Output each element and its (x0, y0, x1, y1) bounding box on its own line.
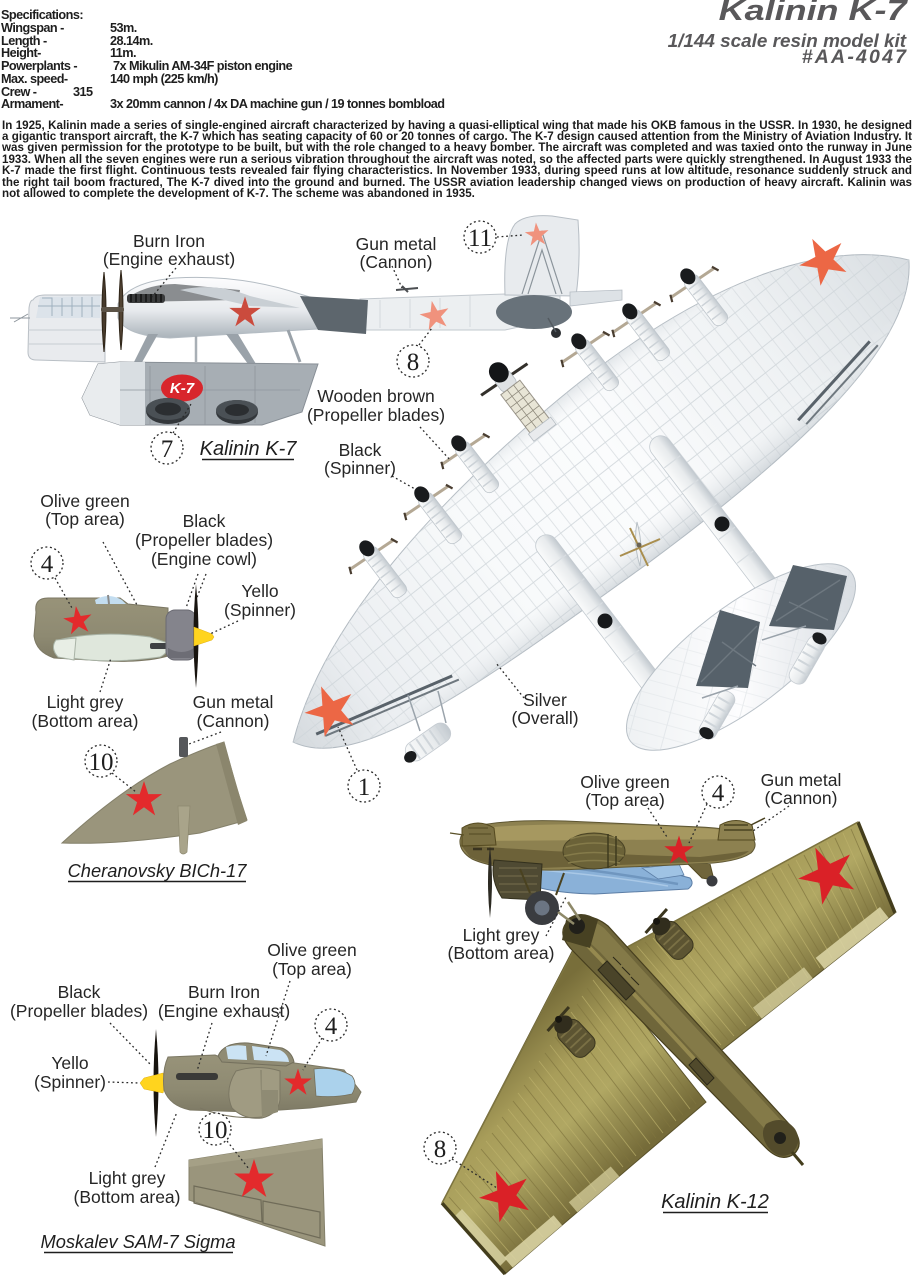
svg-text:Kalinin K-12: Kalinin K-12 (661, 1191, 769, 1213)
svg-text:(Propeller blades): (Propeller blades) (10, 1001, 148, 1021)
svg-text:Black: Black (58, 982, 101, 1002)
svg-text:(Top area): (Top area) (272, 959, 352, 979)
svg-text:Olive green: Olive green (267, 940, 357, 960)
svg-text:(Spinner): (Spinner) (34, 1072, 106, 1092)
svg-text:(Propeller blades): (Propeller blades) (135, 530, 273, 550)
svg-text:(Cannon): (Cannon) (765, 788, 838, 808)
svg-text:Burn Iron: Burn Iron (133, 231, 205, 251)
svg-text:Cheranovsky BICh-17: Cheranovsky BICh-17 (68, 860, 248, 881)
svg-text:8: 8 (434, 1136, 447, 1163)
svg-text:(Bottom area): (Bottom area) (74, 1187, 181, 1207)
svg-text:(Bottom area): (Bottom area) (32, 711, 139, 731)
svg-text:(Spinner): (Spinner) (324, 458, 396, 478)
svg-text:10: 10 (89, 749, 114, 776)
svg-text:(Cannon): (Cannon) (197, 711, 270, 731)
svg-text:(Bottom area): (Bottom area) (448, 943, 555, 963)
svg-text:4: 4 (325, 1013, 338, 1040)
svg-text:Light grey: Light grey (89, 1168, 166, 1188)
svg-text:Wooden brown: Wooden brown (317, 386, 434, 406)
svg-text:Kalinin K-7: Kalinin K-7 (200, 438, 298, 460)
svg-text:(Spinner): (Spinner) (224, 600, 296, 620)
svg-text:Yello: Yello (241, 581, 278, 601)
svg-text:1: 1 (358, 774, 371, 801)
svg-text:(Engine exhaust): (Engine exhaust) (103, 249, 235, 269)
svg-text:4: 4 (712, 780, 725, 807)
svg-text:Olive green: Olive green (40, 491, 130, 511)
svg-text:10: 10 (203, 1117, 228, 1144)
svg-text:7: 7 (161, 436, 174, 463)
svg-text:11: 11 (468, 225, 492, 252)
svg-text:(Top area): (Top area) (585, 790, 665, 810)
svg-text:Gun metal: Gun metal (356, 234, 437, 254)
svg-text:Light grey: Light grey (463, 925, 540, 945)
svg-text:(Propeller blades): (Propeller blades) (307, 405, 445, 425)
svg-text:Gun metal: Gun metal (761, 770, 842, 790)
svg-text:Silver: Silver (523, 690, 567, 710)
svg-text:Gun metal: Gun metal (193, 692, 274, 712)
svg-text:(Engine exhaust): (Engine exhaust) (158, 1001, 290, 1021)
svg-text:4: 4 (41, 551, 54, 578)
svg-text:(Cannon): (Cannon) (360, 252, 433, 272)
svg-text:Black: Black (183, 511, 226, 531)
svg-text:8: 8 (407, 349, 420, 376)
svg-text:(Overall): (Overall) (511, 708, 578, 728)
svg-text:Burn Iron: Burn Iron (188, 982, 260, 1002)
svg-text:Light grey: Light grey (47, 692, 124, 712)
svg-text:Moskalev SAM-7 Sigma: Moskalev SAM-7 Sigma (40, 1231, 235, 1252)
svg-text:Black: Black (339, 440, 382, 460)
svg-text:(Engine cowl): (Engine cowl) (151, 549, 257, 569)
svg-text:(Top area): (Top area) (45, 509, 125, 529)
svg-text:K-7: K-7 (170, 380, 195, 397)
svg-text:Olive green: Olive green (580, 772, 670, 792)
svg-text:Yello: Yello (51, 1053, 88, 1073)
